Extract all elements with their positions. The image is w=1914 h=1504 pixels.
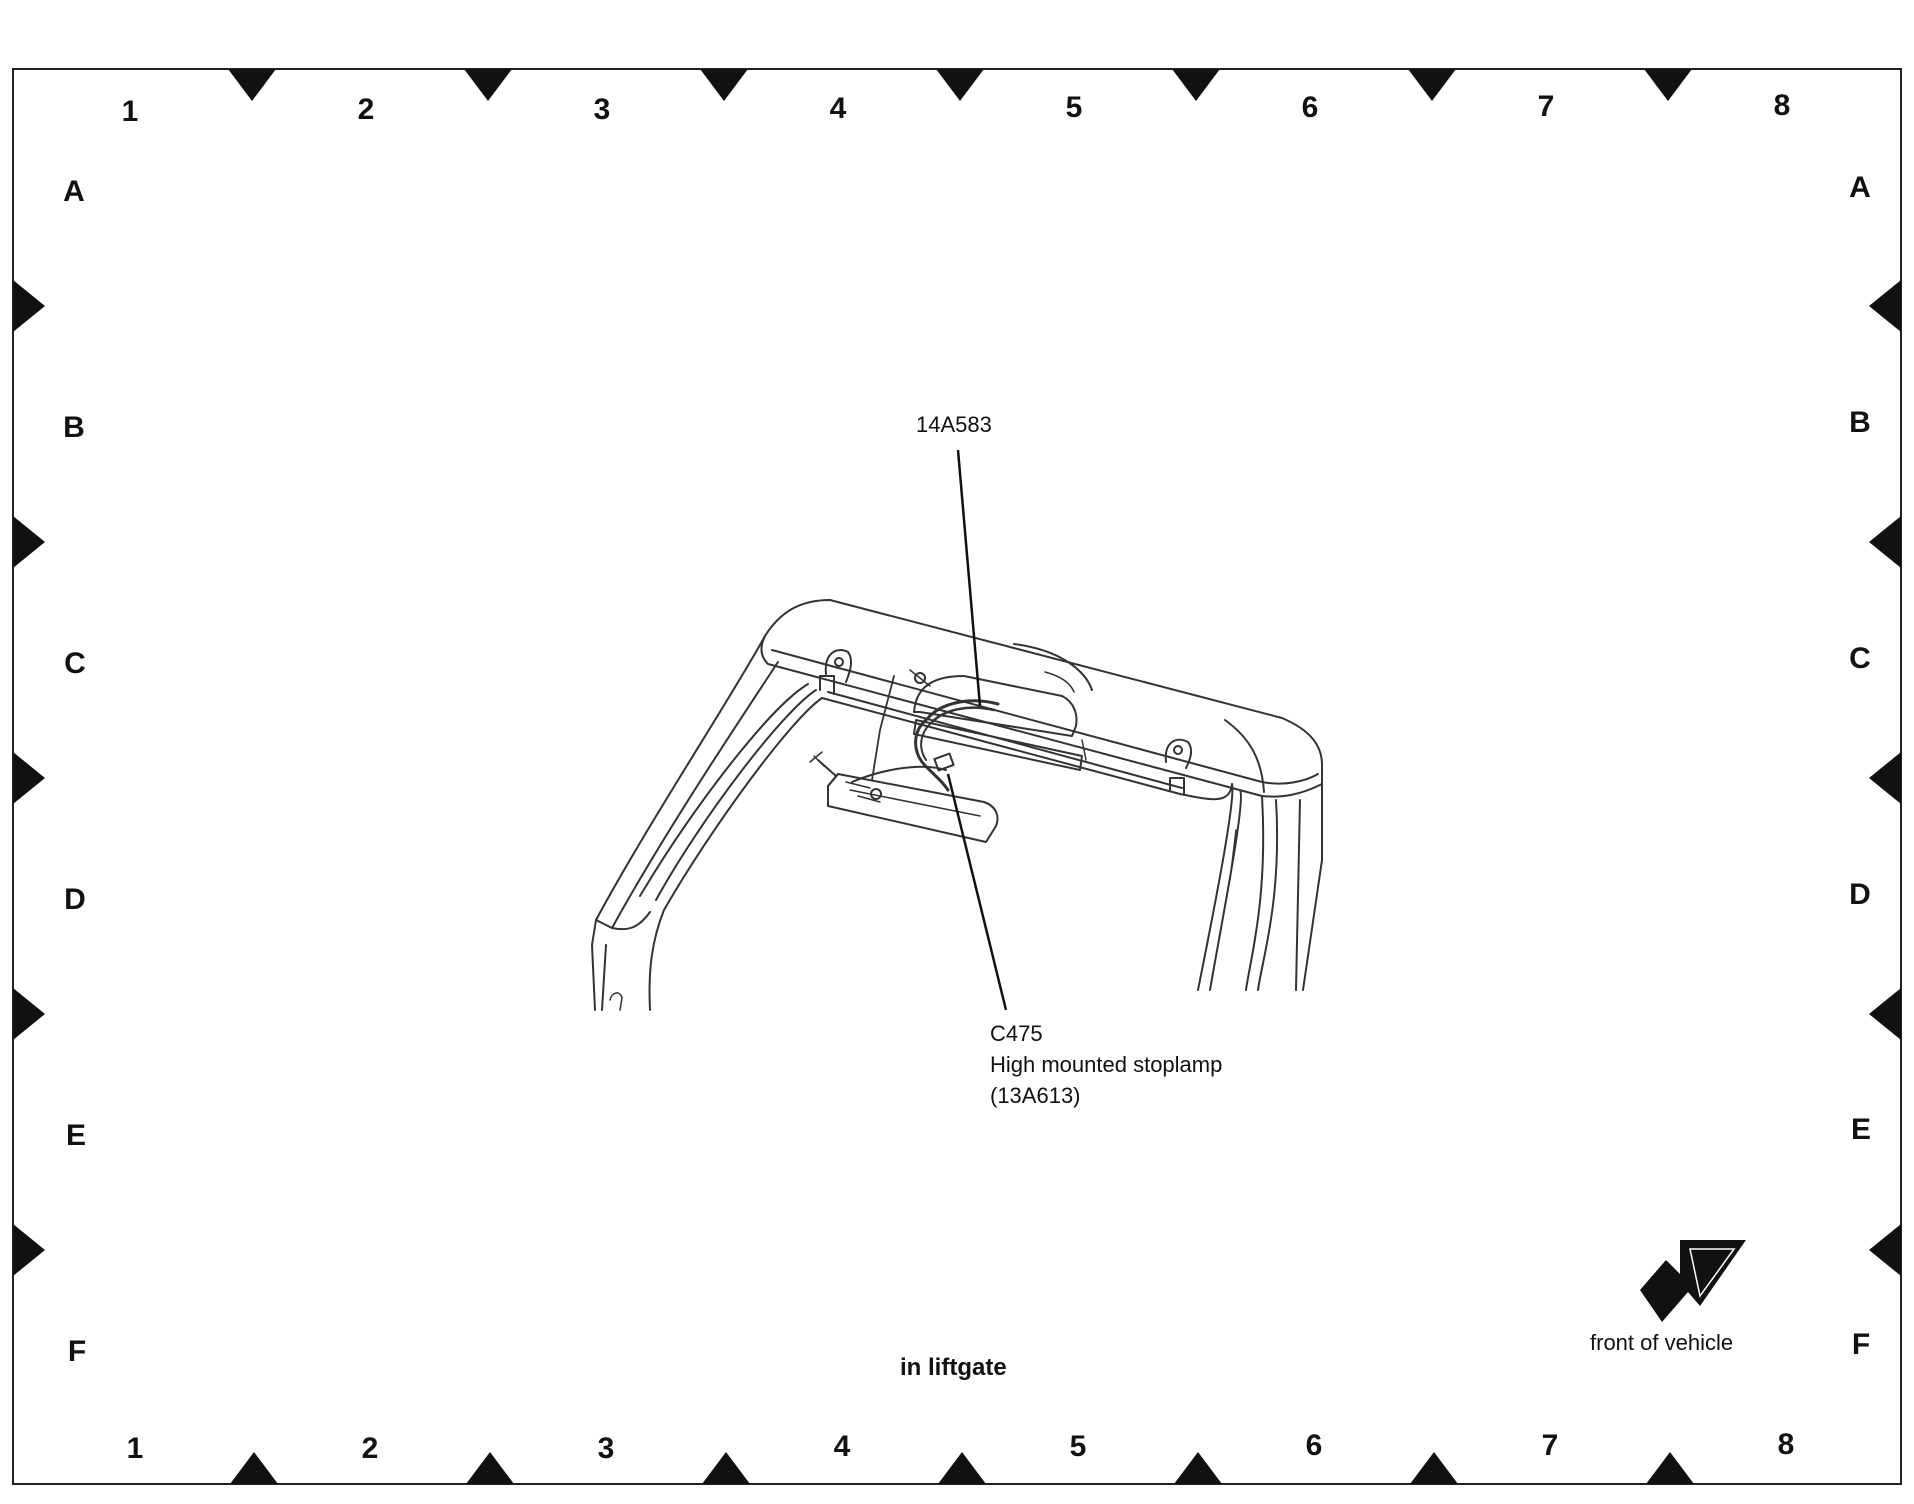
row-label-right-f: F	[1851, 1328, 1871, 1361]
column-label-top-8: 8	[1773, 89, 1791, 122]
leader-c475	[946, 773, 1008, 1011]
column-label-top-2: 2	[357, 93, 375, 126]
row-label-right-d: D	[1849, 878, 1871, 911]
row-label-right-a: A	[1849, 171, 1871, 204]
row-label-left-e: E	[65, 1119, 87, 1152]
callout-c475-part: (13A613)	[990, 1083, 1081, 1108]
liftgate-illustration	[591, 599, 1323, 1011]
callout-c475: C475 High mounted stoplamp (13A613)	[990, 1018, 1222, 1111]
arrow-up-right-icon	[1640, 1240, 1746, 1322]
column-label-top-1: 1	[121, 95, 139, 128]
row-label-left-d: D	[64, 883, 86, 916]
left-zone-markers	[13, 280, 45, 1276]
leader-14a583	[956, 449, 982, 707]
row-label-right-b: B	[1849, 406, 1871, 439]
column-label-bottom-5: 5	[1069, 1430, 1087, 1463]
row-label-right-c: C	[1849, 642, 1871, 675]
bottom-zone-markers	[230, 1452, 1694, 1484]
row-label-left-b: B	[63, 411, 85, 444]
column-label-bottom-2: 2	[361, 1432, 379, 1465]
callout-14a583: 14A583	[916, 412, 992, 437]
row-label-right-e: E	[1850, 1113, 1872, 1146]
callout-c475-name: High mounted stoplamp	[990, 1052, 1223, 1077]
column-label-top-7: 7	[1537, 90, 1555, 123]
column-label-top-4: 4	[829, 92, 847, 125]
column-label-bottom-7: 7	[1541, 1429, 1559, 1462]
callout-c475-connector: C475	[990, 1021, 1043, 1046]
column-label-bottom-8: 8	[1777, 1428, 1795, 1461]
column-label-top-3: 3	[593, 93, 611, 126]
right-zone-markers	[1869, 280, 1901, 1276]
column-label-bottom-4: 4	[833, 1430, 851, 1463]
column-label-bottom-6: 6	[1305, 1429, 1323, 1462]
column-label-bottom-1: 1	[126, 1432, 144, 1465]
row-label-left-f: F	[67, 1335, 87, 1368]
column-label-bottom-3: 3	[597, 1432, 615, 1465]
row-label-left-a: A	[63, 175, 85, 208]
top-zone-markers	[228, 69, 1692, 101]
row-label-left-c: C	[64, 647, 86, 680]
orientation-caption: front of vehicle	[1590, 1330, 1734, 1355]
location-caption: in liftgate	[900, 1354, 1007, 1381]
column-label-top-6: 6	[1301, 91, 1319, 124]
frame-border	[12, 68, 1902, 1485]
column-label-top-5: 5	[1065, 91, 1083, 124]
